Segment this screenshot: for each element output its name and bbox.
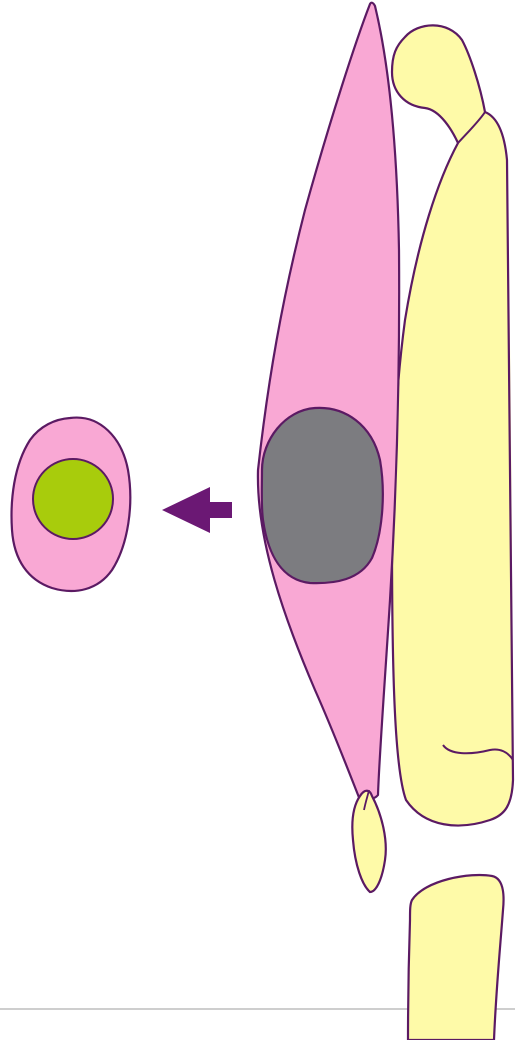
muscle-mass xyxy=(262,408,383,583)
patella-bone xyxy=(352,791,386,892)
left-arrow xyxy=(162,487,232,533)
femur-bone xyxy=(392,25,513,825)
tibia-bone xyxy=(408,875,504,1040)
cross-section-core xyxy=(33,459,113,539)
muscle-belly xyxy=(258,3,399,800)
